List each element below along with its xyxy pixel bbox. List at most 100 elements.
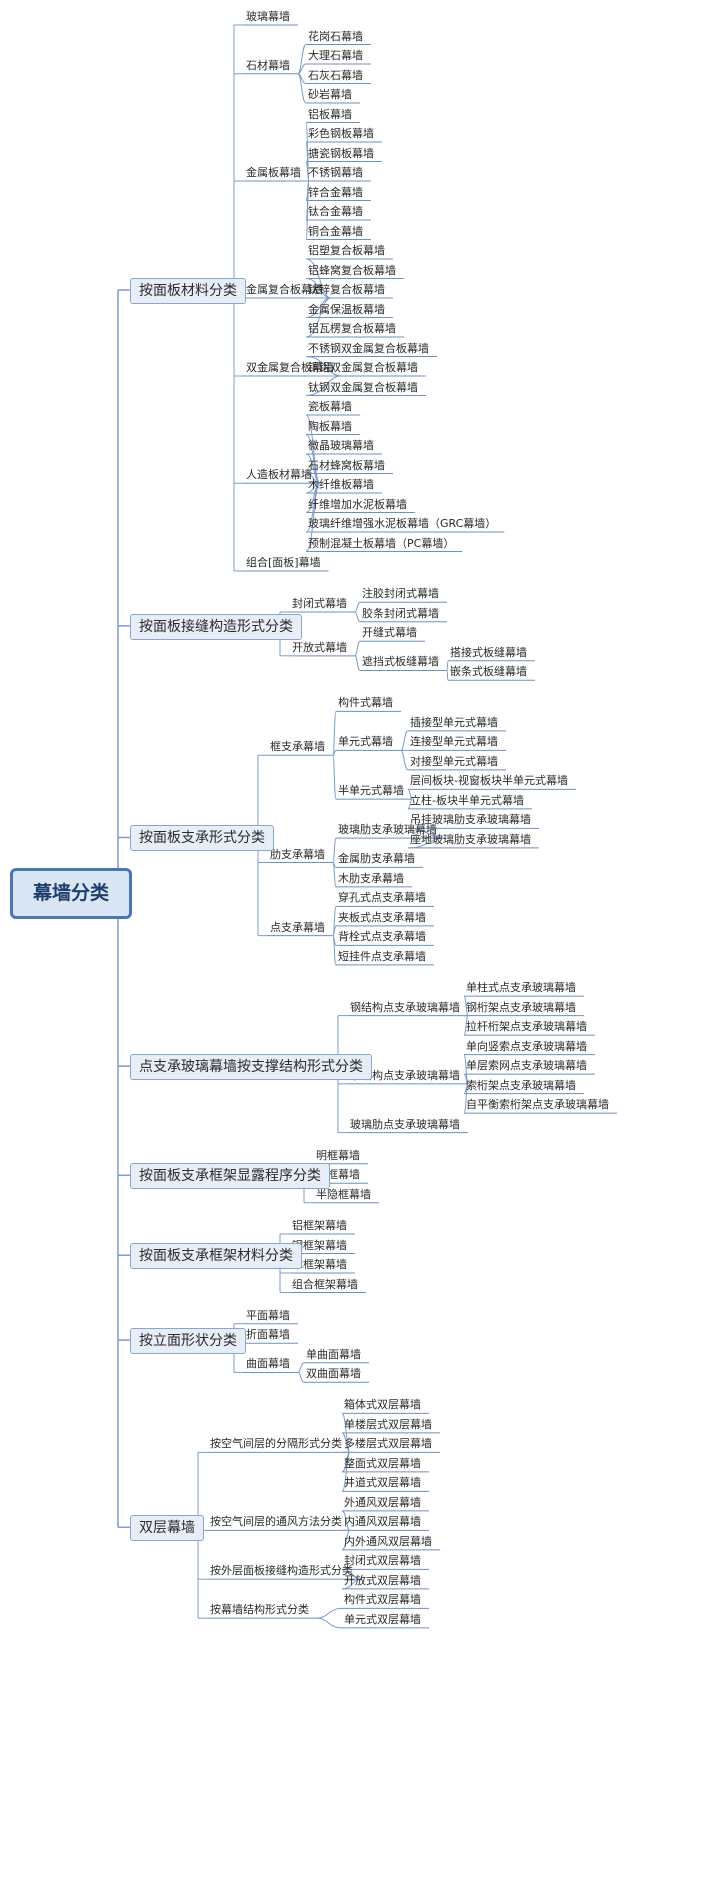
- leaf-node[interactable]: 木肋支承幕墙: [338, 871, 404, 885]
- branch-node[interactable]: 曲面幕墙: [246, 1357, 290, 1371]
- leaf-node[interactable]: 钛钢双金属复合板幕墙: [308, 380, 418, 394]
- leaf-node[interactable]: 搭接式板缝幕墙: [450, 645, 527, 659]
- leaf-node[interactable]: 石材蜂窝板幕墙: [308, 458, 385, 472]
- leaf-node[interactable]: 座地玻璃肋支承玻璃幕墙: [410, 832, 531, 846]
- branch-node[interactable]: 金属板幕墙: [246, 166, 301, 179]
- leaf-node[interactable]: 钢框架幕墙: [292, 1238, 347, 1252]
- branch-node[interactable]: 玻璃肋支承玻璃幕墙: [338, 823, 437, 837]
- branch-node[interactable]: 按空气间层的分隔形式分类: [210, 1437, 342, 1451]
- category-node[interactable]: 点支承玻璃幕墙按支撑结构形式分类: [130, 1054, 372, 1081]
- leaf-node[interactable]: 封闭式双层幕墙: [344, 1554, 421, 1568]
- leaf-node[interactable]: 层间板块-视窗板块半单元式幕墙: [410, 774, 568, 788]
- leaf-node[interactable]: 木框架幕墙: [292, 1258, 347, 1271]
- branch-node[interactable]: 钢结构点支承玻璃幕墙: [350, 1000, 460, 1014]
- leaf-node[interactable]: 玻璃纤维增强水泥板幕墙（GRC幕墙）: [308, 517, 497, 530]
- leaf-node[interactable]: 金属肋支承幕墙: [338, 852, 415, 866]
- leaf-node[interactable]: 开放式双层幕墙: [344, 1573, 421, 1587]
- branch-node[interactable]: 开放式幕墙: [292, 640, 347, 654]
- branch-node[interactable]: 封闭式幕墙: [292, 596, 347, 610]
- category-node[interactable]: 按立面形状分类: [130, 1328, 246, 1355]
- leaf-node[interactable]: 砂岩幕墙: [308, 88, 352, 101]
- leaf-node[interactable]: 开缝式幕墙: [362, 626, 417, 640]
- leaf-node[interactable]: 金属保温板幕墙: [308, 302, 385, 316]
- leaf-node[interactable]: 立柱-板块半单元式幕墙: [410, 793, 524, 807]
- branch-node[interactable]: 按外层面板接缝构造形式分类: [210, 1564, 353, 1578]
- leaf-node[interactable]: 木纤维板幕墙: [308, 478, 374, 491]
- leaf-node[interactable]: 连接型单元式幕墙: [410, 735, 498, 749]
- leaf-node[interactable]: 玻璃肋点支承玻璃幕墙: [350, 1117, 460, 1131]
- leaf-node[interactable]: 铝框架幕墙: [292, 1219, 347, 1232]
- leaf-node[interactable]: 单元式双层幕墙: [344, 1612, 421, 1626]
- leaf-node[interactable]: 彩色钢板幕墙: [308, 127, 374, 140]
- leaf-node[interactable]: 钢桁架点支承玻璃幕墙: [466, 1000, 576, 1014]
- leaf-node[interactable]: 单柱式点支承玻璃幕墙: [466, 981, 576, 995]
- leaf-node[interactable]: 穿孔式点支承幕墙: [338, 891, 426, 905]
- leaf-node[interactable]: 锌合金幕墙: [308, 185, 363, 199]
- leaf-node[interactable]: 预制混凝土板幕墙（PC幕墙）: [308, 536, 455, 550]
- leaf-node[interactable]: 双曲面幕墙: [306, 1367, 361, 1381]
- leaf-node[interactable]: 内通风双层幕墙: [344, 1515, 421, 1529]
- branch-node[interactable]: 点支承幕墙: [270, 920, 325, 934]
- leaf-node[interactable]: 组合[面板]幕墙: [246, 556, 321, 569]
- leaf-node[interactable]: 折面幕墙: [246, 1328, 290, 1342]
- branch-node[interactable]: 遮挡式板缝幕墙: [362, 655, 439, 669]
- category-node[interactable]: 按面板支承框架材料分类: [130, 1243, 302, 1270]
- branch-node[interactable]: 框支承幕墙: [270, 740, 325, 754]
- leaf-node[interactable]: 平面幕墙: [246, 1308, 290, 1322]
- leaf-node[interactable]: 纤维增加水泥板幕墙: [308, 497, 407, 511]
- branch-node[interactable]: 半单元式幕墙: [338, 784, 404, 798]
- leaf-node[interactable]: 自平衡索桁架点支承玻璃幕墙: [466, 1098, 609, 1112]
- leaf-node[interactable]: 背栓式点支承幕墙: [338, 930, 426, 944]
- category-node[interactable]: 按面板材料分类: [130, 278, 246, 304]
- branch-node[interactable]: 肋支承幕墙: [270, 847, 325, 861]
- leaf-node[interactable]: 单层索网点支承玻璃幕墙: [466, 1059, 587, 1073]
- leaf-node[interactable]: 插接型单元式幕墙: [410, 715, 498, 729]
- branch-node[interactable]: 金属复合板幕墙: [246, 283, 323, 296]
- leaf-node[interactable]: 铝板幕墙: [308, 107, 352, 121]
- leaf-node[interactable]: 石灰石幕墙: [308, 68, 363, 82]
- branch-node[interactable]: 索结构点支承玻璃幕墙: [350, 1068, 460, 1082]
- leaf-node[interactable]: 铝瓦楞复合板幕墙: [308, 322, 396, 335]
- leaf-node[interactable]: 构件式幕墙: [338, 696, 393, 710]
- leaf-node[interactable]: 单曲面幕墙: [306, 1347, 361, 1361]
- leaf-node[interactable]: 玻璃幕墙: [246, 10, 290, 23]
- leaf-node[interactable]: 对接型单元式幕墙: [410, 754, 498, 768]
- leaf-node[interactable]: 多楼层式双层幕墙: [344, 1437, 432, 1451]
- leaf-node[interactable]: 铜铝双金属复合板幕墙: [308, 361, 418, 374]
- leaf-node[interactable]: 铝蜂窝复合板幕墙: [308, 263, 396, 277]
- leaf-node[interactable]: 箱体式双层幕墙: [344, 1398, 421, 1412]
- branch-node[interactable]: 石材幕墙: [246, 58, 290, 72]
- leaf-node[interactable]: 搪瓷钢板幕墙: [308, 146, 374, 160]
- leaf-node[interactable]: 明框幕墙: [316, 1148, 360, 1162]
- leaf-node[interactable]: 铜合金幕墙: [308, 224, 363, 238]
- leaf-node[interactable]: 钛合金幕墙: [308, 205, 363, 218]
- leaf-node[interactable]: 单楼层式双层幕墙: [344, 1417, 432, 1431]
- leaf-node[interactable]: 大理石幕墙: [308, 49, 363, 62]
- leaf-node[interactable]: 瓷板幕墙: [308, 400, 352, 413]
- branch-node[interactable]: 按幕墙结构形式分类: [210, 1603, 309, 1617]
- leaf-node[interactable]: 夹板式点支承幕墙: [338, 910, 426, 924]
- leaf-node[interactable]: 胶条封闭式幕墙: [362, 606, 439, 620]
- leaf-node[interactable]: 外通风双层幕墙: [344, 1495, 421, 1509]
- leaf-node[interactable]: 整面式双层幕墙: [344, 1456, 421, 1470]
- leaf-node[interactable]: 注胶封闭式幕墙: [362, 587, 439, 601]
- leaf-node[interactable]: 短挂件点支承幕墙: [338, 949, 426, 963]
- category-node[interactable]: 按面板接缝构造形式分类: [130, 613, 302, 640]
- leaf-node[interactable]: 内外通风双层幕墙: [344, 1534, 432, 1548]
- leaf-node[interactable]: 钛锌复合板幕墙: [308, 283, 385, 296]
- category-node[interactable]: 双层幕墙: [130, 1515, 204, 1542]
- branch-node[interactable]: 单元式幕墙: [338, 735, 393, 749]
- leaf-node[interactable]: 吊挂玻璃肋支承玻璃幕墙: [410, 813, 531, 827]
- leaf-node[interactable]: 嵌条式板缝幕墙: [450, 665, 527, 679]
- root-node[interactable]: 幕墙分类: [10, 868, 132, 919]
- leaf-node[interactable]: 陶板幕墙: [308, 419, 352, 433]
- branch-node[interactable]: 按空气间层的通风方法分类: [210, 1515, 342, 1529]
- leaf-node[interactable]: 构件式双层幕墙: [344, 1593, 421, 1607]
- leaf-node[interactable]: 不锈钢幕墙: [308, 166, 363, 179]
- leaf-node[interactable]: 拉杆桁架点支承玻璃幕墙: [466, 1020, 587, 1034]
- leaf-node[interactable]: 组合框架幕墙: [292, 1277, 358, 1291]
- leaf-node[interactable]: 不锈钢双金属复合板幕墙: [308, 341, 429, 355]
- leaf-node[interactable]: 半隐框幕墙: [316, 1187, 371, 1201]
- branch-node[interactable]: 双金属复合板幕墙: [246, 361, 334, 374]
- branch-node[interactable]: 人造板材幕墙: [246, 468, 312, 482]
